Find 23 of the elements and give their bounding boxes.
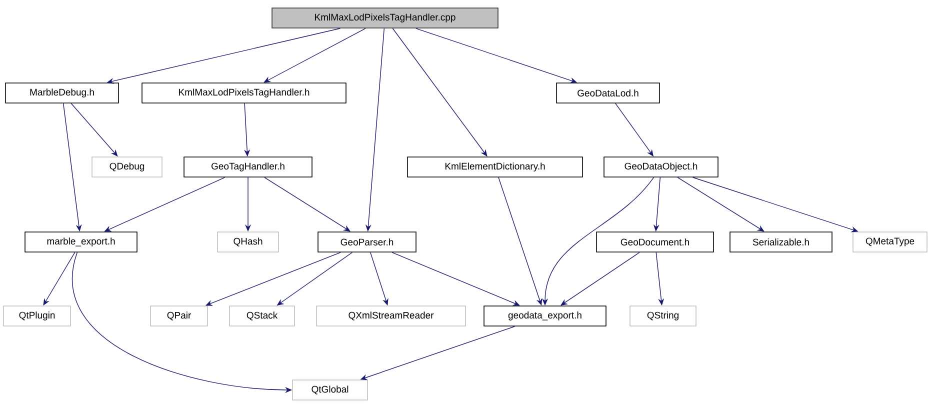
library-header-box: QString bbox=[630, 306, 696, 326]
library-header-box: QMetaType bbox=[852, 232, 928, 252]
header-box: GeoDocument.h bbox=[596, 232, 714, 252]
header-box: Serializable.h bbox=[730, 232, 832, 252]
library-header-box: QHash bbox=[217, 232, 279, 252]
header-box: GeoDataObject.h bbox=[604, 156, 718, 178]
library-header-box: QStack bbox=[229, 306, 295, 326]
header-box: geodata_export.h bbox=[484, 306, 606, 326]
library-header-box: QtPlugin bbox=[3, 306, 71, 326]
library-header-box: QPair bbox=[150, 306, 208, 326]
arrow bbox=[392, 252, 520, 306]
source-file-box: KmlMaxLodPixelsTagHandler.cpp bbox=[272, 8, 498, 28]
library-header-box: QXmlStreamReader bbox=[316, 306, 466, 326]
header-box: marble_export.h bbox=[24, 232, 138, 252]
header-box: GeoDataLod.h bbox=[556, 82, 660, 104]
header-box: KmlMaxLodPixelsTagHandler.h bbox=[142, 82, 346, 104]
arrow bbox=[264, 28, 366, 83]
header-box: GeoTagHandler.h bbox=[184, 156, 312, 178]
header-box: GeoParser.h bbox=[318, 232, 416, 252]
header-box: MarbleDebug.h bbox=[5, 82, 119, 104]
library-header-box: QDebug bbox=[92, 156, 162, 178]
library-header-box: QtGlobal bbox=[292, 380, 368, 400]
header-box: KmlElementDictionary.h bbox=[407, 156, 583, 178]
